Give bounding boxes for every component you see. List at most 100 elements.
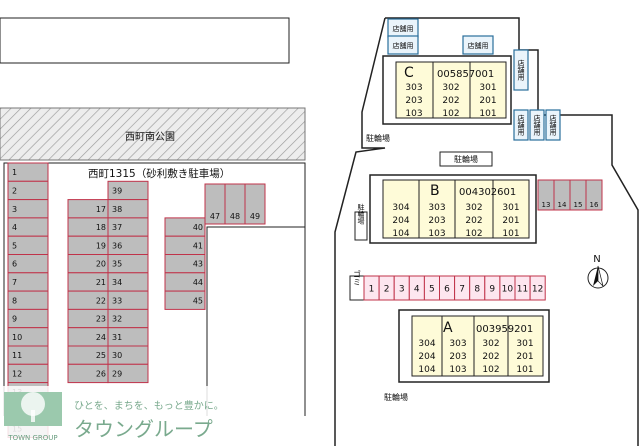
parking-space-label: 32 [112,315,122,324]
parking-space-label: 1 [369,285,375,295]
parking-space-label: 17 [96,205,106,214]
parking-space-label: 14 [558,201,567,209]
room-number: 301 [479,83,496,93]
room-number: 302 [465,203,482,213]
building-c-letter: C [404,65,414,81]
room-number: 302 [482,339,499,349]
parking-space-label: 41 [193,241,203,250]
room-number: 103 [428,229,445,239]
parking-space-label: 11 [12,351,22,360]
bicycle-parking-label: 駐輪場 [384,392,408,402]
room-number: 102 [482,365,499,375]
parking-space-label: 6 [12,260,17,269]
parking-space-label: 48 [230,212,240,221]
room-number: 101 [479,109,496,119]
parking-space-label: 21 [96,278,106,287]
building-a-letter: A [443,320,453,336]
parking-space-label: 16 [590,201,599,209]
bicycle-parking-box [439,151,493,167]
parking-space-label: 24 [96,333,106,342]
room-number: 201 [516,352,533,362]
room-number: 104 [418,365,435,375]
parking-space-label: 5 [429,285,435,295]
parking-space-label: 12 [532,285,543,295]
park-area [0,107,306,161]
parking-space-label: 45 [193,296,203,305]
room-number: 201 [479,96,496,106]
compass: N [587,254,609,289]
building-b-letter: B [430,183,440,199]
building-c-frame [382,55,512,125]
parking-space-label: 13 [542,201,551,209]
room-number: 301 [502,203,519,213]
bicycle-parking-label: 駐輪場 [366,133,390,143]
room-number: 301 [516,339,533,349]
parking-space-label: 10 [502,285,514,295]
shop-units: 店舗用 店舗用 店舗用 店舗用 店舗用 店舗用 店舗用 [387,18,561,141]
parking-space-label: 19 [96,241,106,250]
parking-space [164,290,206,310]
parking-space-label: 8 [12,296,17,305]
parking-space-label: 9 [489,285,495,295]
bicycle-parking-label-vertical: 駐輪場 [357,203,365,226]
room-number: 302 [442,83,459,93]
parking-space-label: 43 [193,260,203,269]
parking-space-label: 7 [12,278,17,287]
parking-space [529,275,546,301]
room-number: 303 [428,203,445,213]
parking-space-label: 10 [12,333,22,342]
parking-space-label: 2 [12,186,17,195]
parking-space-label: 44 [193,278,203,287]
parking-space-label: 34 [112,278,122,287]
compass-label: N [593,254,600,265]
building-b-frame [369,174,537,244]
parking-space-label: 6 [444,285,450,295]
parking-space-label: 30 [112,351,122,360]
building-c-body [395,61,507,119]
parking-space-label: 25 [96,351,106,360]
logo-tagline: ひとを、まちを、もっと豊かに。 [74,399,224,412]
parking-space-label: 23 [96,315,106,324]
room-number: 102 [442,109,459,119]
shop-unit [545,109,561,141]
room-number: 304 [392,203,409,213]
parking-space-label: 11 [517,285,528,295]
parking-space-label: 5 [12,241,17,250]
shop-unit [529,109,545,141]
building-b-code: 004302601 [459,187,516,198]
parking-space-label: 33 [112,296,122,305]
room-number: 204 [392,216,409,226]
shop-label: 店舗用 [393,24,414,33]
parking-space-label: 20 [96,260,106,269]
room-number: 202 [442,96,459,106]
room-number: 101 [502,229,519,239]
property-outline-left [334,17,386,446]
parking-space-label: 12 [12,369,22,378]
top-left-block [0,17,290,64]
building-a-frame [398,309,550,383]
parking-space-label: 1 [12,168,17,177]
building-a-body [411,315,544,377]
parking-lot-outline [3,162,306,416]
bicycle-parking-box-vertical [354,211,368,241]
parking-space-label: 2 [384,285,390,295]
room-number: 103 [449,365,466,375]
building-b-body [382,179,530,239]
logo-brand-en: TOWN GROUP [7,434,57,442]
room-number: 102 [465,229,482,239]
building-c-code: 005857001 [437,69,494,80]
parking-space-label: 7 [459,285,465,295]
parking-space-label: 29 [112,369,122,378]
parking-space-label: 49 [250,212,260,221]
parking-space-label: 36 [112,241,122,250]
parking-space [107,363,149,384]
parking-space [244,183,266,225]
room-number: 104 [392,229,409,239]
parking-space-label: 15 [574,201,583,209]
room-number: 303 [449,339,466,349]
room-number: 203 [405,96,422,106]
room-number: 201 [502,216,519,226]
